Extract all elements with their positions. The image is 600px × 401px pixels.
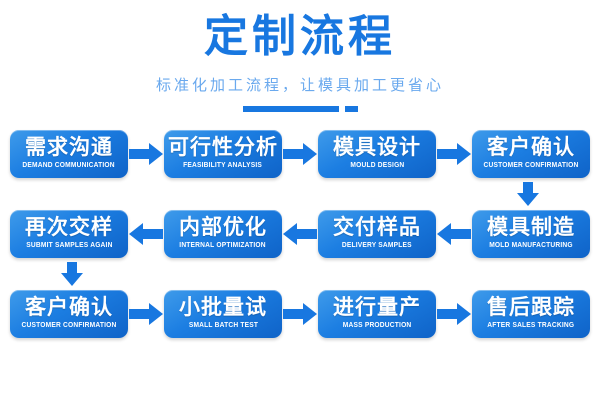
- arrow-right-icon: [129, 302, 163, 325]
- arrow-right-icon: [437, 142, 471, 165]
- arrow-down-icon: [517, 181, 539, 206]
- node-title-cn: 需求沟通: [25, 135, 113, 159]
- node-title-en: MOLD MANUFACTURING: [489, 241, 573, 249]
- flow-row-1: 需求沟通 DEMAND COMMUNICATION 可行性分析 FEASIBIL…: [10, 126, 590, 182]
- node-title-cn: 交付样品: [333, 215, 421, 239]
- node-title-en: CUSTOMER CONFIRMATION: [483, 161, 579, 169]
- node-title-cn: 模具设计: [333, 135, 421, 159]
- arrow-right-icon: [437, 302, 471, 325]
- arrow-right-icon: [283, 302, 317, 325]
- divider-dot: [344, 105, 358, 112]
- flow-row-2: 再次交样 SUBMIT SAMPLES AGAIN 内部优化 INTERNAL …: [10, 206, 590, 262]
- node-title-cn: 再次交样: [25, 215, 113, 239]
- node-title-cn: 售后跟踪: [487, 295, 575, 319]
- node-title-cn: 客户确认: [25, 295, 113, 319]
- node-title-en: SMALL BATCH TEST: [188, 321, 258, 329]
- node-title-en: DEMAND COMMUNICATION: [22, 161, 116, 169]
- node-title-en: SUBMIT SAMPLES AGAIN: [25, 241, 113, 249]
- flow-node-mold-manufacturing[interactable]: 模具制造 MOLD MANUFACTURING: [472, 209, 590, 258]
- process-flow: 需求沟通 DEMAND COMMUNICATION 可行性分析 FEASIBIL…: [0, 126, 600, 342]
- node-title-cn: 内部优化: [179, 215, 267, 239]
- node-title-en: CUSTOMER CONFIRMATION: [21, 321, 117, 329]
- connector-row2-row3: [10, 261, 590, 286]
- connector-row1-row2: [10, 181, 590, 206]
- arrow-down-icon: [61, 261, 83, 286]
- flow-node-customer-confirmation-2[interactable]: 客户确认 CUSTOMER CONFIRMATION: [10, 289, 128, 338]
- page-title: 定制流程: [204, 12, 396, 61]
- node-title-cn: 进行量产: [333, 295, 421, 319]
- flow-node-demand-communication[interactable]: 需求沟通 DEMAND COMMUNICATION: [10, 129, 128, 178]
- flow-node-customer-confirmation-1[interactable]: 客户确认 CUSTOMER CONFIRMATION: [472, 129, 590, 178]
- node-title-cn: 小批量试: [179, 295, 267, 319]
- flow-node-mould-design[interactable]: 模具设计 MOULD DESIGN: [318, 129, 436, 178]
- arrow-left-icon: [129, 222, 163, 245]
- flow-node-submit-samples-again[interactable]: 再次交样 SUBMIT SAMPLES AGAIN: [10, 209, 128, 258]
- arrow-right-icon: [129, 142, 163, 165]
- flow-node-delivery-samples[interactable]: 交付样品 DELIVERY SAMPLES: [318, 209, 436, 258]
- page-header: 定制流程 标准化加工流程，让模具加工更省心: [0, 0, 600, 112]
- node-title-en: FEASIBILITY ANALYSIS: [183, 161, 263, 169]
- flow-node-internal-optimization[interactable]: 内部优化 INTERNAL OPTIMIZATION: [164, 209, 282, 258]
- title-divider: [0, 105, 600, 112]
- node-title-cn: 模具制造: [487, 215, 575, 239]
- flow-node-small-batch-test[interactable]: 小批量试 SMALL BATCH TEST: [164, 289, 282, 338]
- page-subtitle: 标准化加工流程，让模具加工更省心: [155, 76, 444, 94]
- flow-node-mass-production[interactable]: 进行量产 MASS PRODUCTION: [318, 289, 436, 338]
- arrow-left-icon: [437, 222, 471, 245]
- arrow-left-icon: [283, 222, 317, 245]
- divider-bar: [242, 105, 339, 112]
- node-title-en: MASS PRODUCTION: [342, 321, 412, 329]
- flow-node-after-sales-tracking[interactable]: 售后跟踪 AFTER SALES TRACKING: [472, 289, 590, 338]
- node-title-cn: 客户确认: [487, 135, 575, 159]
- node-title-cn: 可行性分析: [168, 135, 278, 159]
- node-title-en: INTERNAL OPTIMIZATION: [179, 241, 267, 249]
- flow-node-feasibility-analysis[interactable]: 可行性分析 FEASIBILITY ANALYSIS: [164, 129, 282, 178]
- node-title-en: MOULD DESIGN: [349, 161, 405, 169]
- flow-row-3: 客户确认 CUSTOMER CONFIRMATION 小批量试 SMALL BA…: [10, 286, 590, 342]
- node-title-en: AFTER SALES TRACKING: [487, 321, 575, 329]
- arrow-right-icon: [283, 142, 317, 165]
- node-title-en: DELIVERY SAMPLES: [342, 241, 412, 249]
